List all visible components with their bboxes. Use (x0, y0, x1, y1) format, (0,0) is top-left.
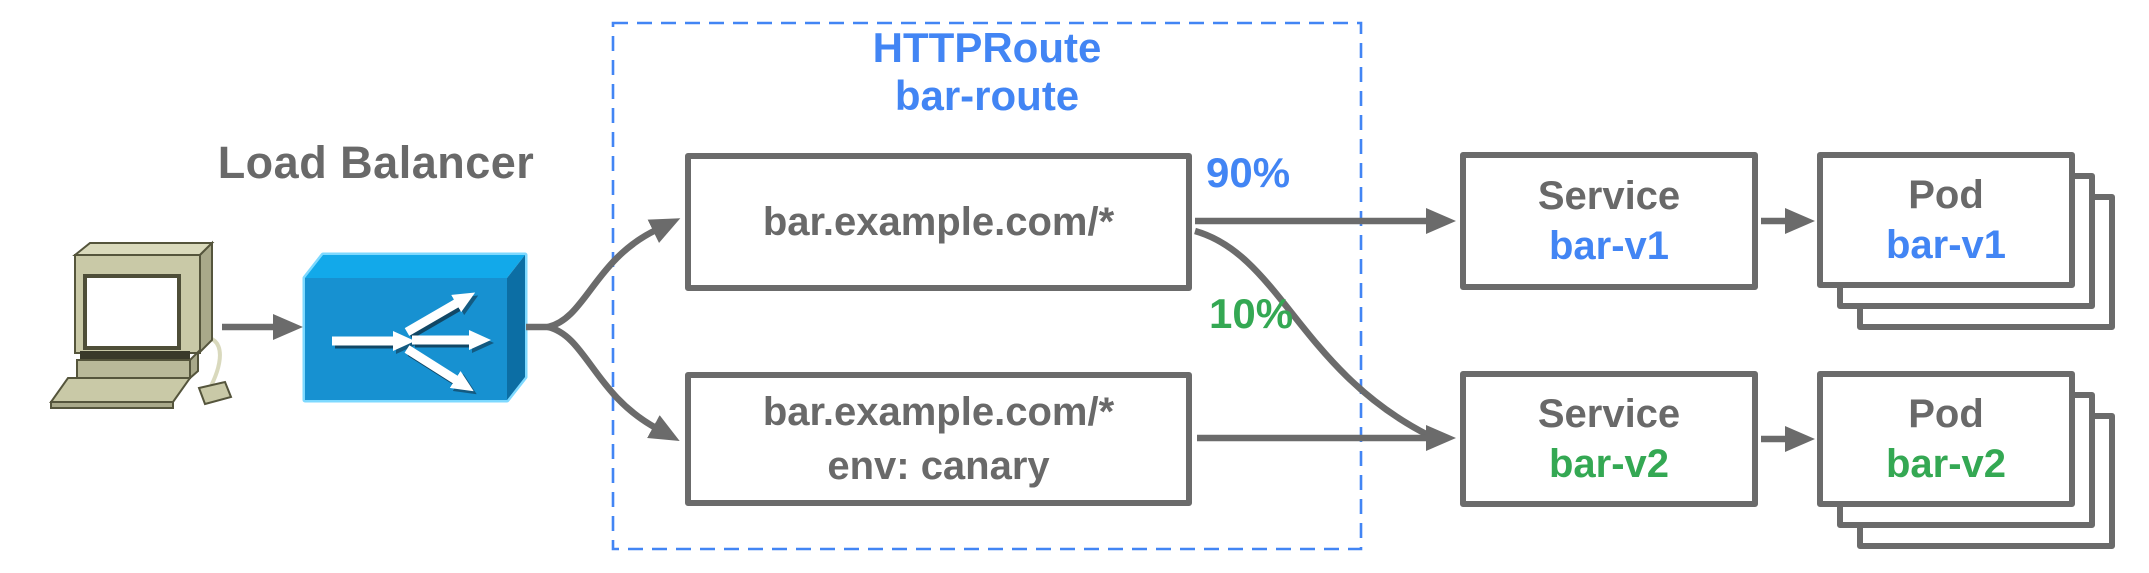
pod-v2-name-label: bar-v2 (1885, 442, 2007, 486)
service-v2-name-label: bar-v2 (1548, 442, 1670, 486)
service-v1-kind-label: Service (1537, 174, 1681, 218)
load-balancer-label: Load Balancer (217, 137, 535, 188)
httproute-name-label: bar-route (894, 72, 1080, 119)
rule2-match-label: bar.example.com/* (762, 390, 1115, 434)
service-bar-v2-box: Service bar-v2 (1460, 371, 1758, 507)
httproute-kind-label: HTTPRoute (872, 24, 1102, 71)
pod-v1-kind-label: Pod (1908, 173, 1984, 217)
pod-v2-kind-label: Pod (1908, 392, 1984, 436)
pod-bar-v2-box: Pod bar-v2 (1817, 371, 2075, 507)
httproute-title: HTTPRoute bar-route (613, 24, 1361, 120)
traffic-weight-90-label: 90% (1206, 149, 1291, 196)
traffic-weight-10-label: 10% (1209, 290, 1294, 337)
service-v1-name-label: bar-v1 (1548, 224, 1670, 268)
route-rule-2-box: bar.example.com/* env: canary (685, 372, 1192, 506)
pod-bar-v1-box: Pod bar-v1 (1817, 152, 2075, 288)
rule2-header-match-label: env: canary (827, 444, 1050, 488)
route-rule-1-box: bar.example.com/* (685, 153, 1192, 291)
service-v2-kind-label: Service (1537, 392, 1681, 436)
service-bar-v1-box: Service bar-v1 (1460, 152, 1758, 290)
pod-v1-name-label: bar-v1 (1885, 223, 2007, 267)
rule1-match-label: bar.example.com/* (762, 200, 1115, 244)
